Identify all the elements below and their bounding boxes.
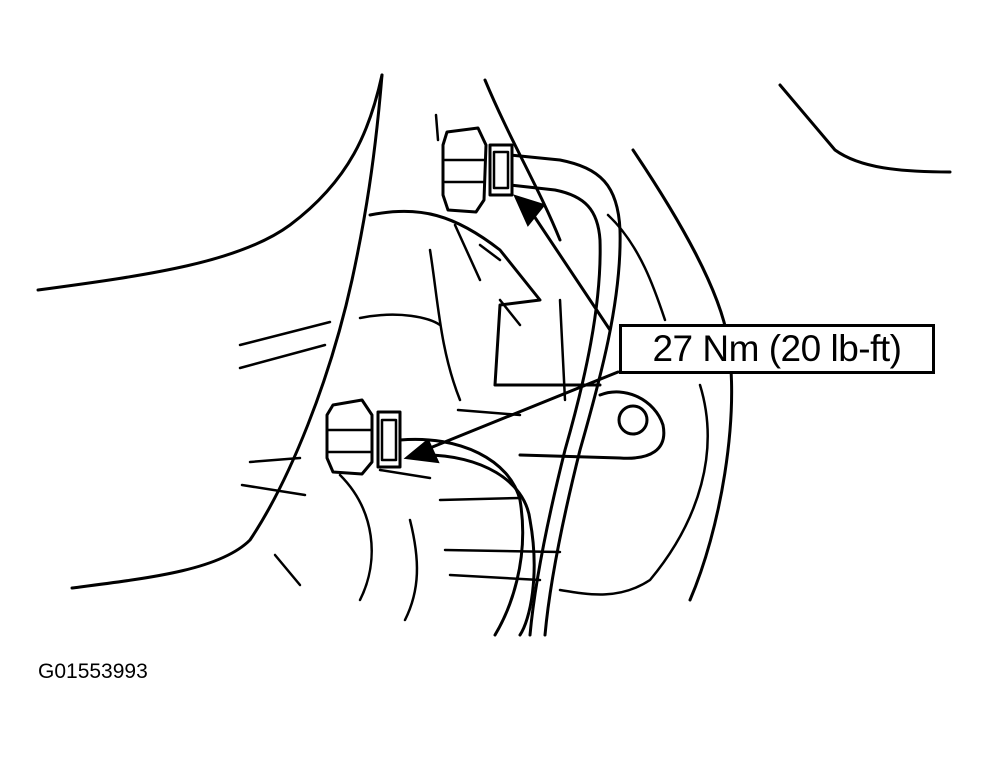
- lower-tubes: [338, 437, 562, 637]
- engine-housing-outline: [36, 73, 384, 590]
- torque-callout-box: 27 Nm (20 lb-ft): [619, 324, 935, 374]
- upper-arrowhead: [513, 194, 546, 227]
- mounting-bracket: [518, 390, 666, 460]
- lower-arrowhead: [403, 438, 440, 464]
- lower-fitting: [325, 398, 402, 476]
- figure-id: G01553993: [38, 660, 148, 683]
- torque-label: 27 Nm (20 lb-ft): [652, 328, 902, 369]
- fuel-line-upper: [508, 153, 622, 637]
- upper-fitting: [434, 113, 514, 214]
- mount-body: [358, 209, 602, 417]
- callout-leaders: [403, 194, 620, 464]
- housing-edges: [483, 78, 567, 402]
